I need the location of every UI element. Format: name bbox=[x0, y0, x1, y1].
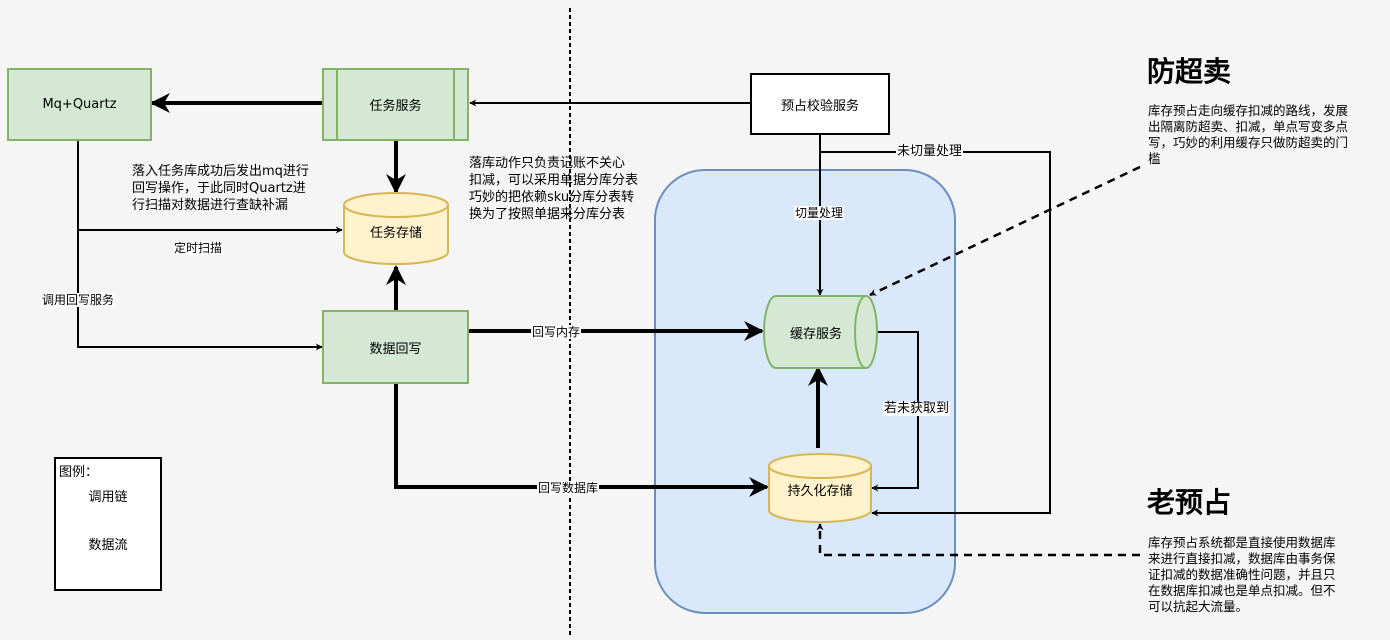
edge-label-cut-traffic: 切量处理 bbox=[794, 206, 845, 220]
legend-box: 图例： 调用链 数据流 bbox=[54, 457, 162, 591]
db-note-line: 落库动作只负责记账不关心 bbox=[469, 156, 626, 171]
data-writeback-node[interactable]: 数据回写 bbox=[322, 310, 469, 384]
edge-label-write-database: 回写数据库 bbox=[537, 481, 600, 495]
mq-note-line: 行扫描对数据进行查缺补漏 bbox=[132, 198, 289, 213]
precheck-service-label: 预占校验服务 bbox=[780, 98, 859, 114]
task-storage-cylinder[interactable] bbox=[343, 192, 449, 265]
legend-data-flow-label: 数据流 bbox=[88, 538, 128, 553]
db-note-line: 换为了按照单据来分库分表 bbox=[469, 207, 626, 222]
old-preoccupy-title: 老预占 bbox=[1147, 486, 1232, 519]
persistent-storage-label: 持久化存储 bbox=[787, 484, 853, 499]
mq-note-line: 回写操作，于此同时Quartz进 bbox=[132, 181, 306, 196]
task-service-left-bar bbox=[336, 70, 338, 139]
anti-oversell-title: 防超卖 bbox=[1147, 55, 1232, 88]
edge-oldpreoccupy-pointer bbox=[816, 523, 1140, 557]
old-preoccupy-line: 可以抗起大流量。 bbox=[1148, 599, 1249, 614]
old-preoccupy-line: 来进行直接扣减，数据库由事务保 bbox=[1148, 551, 1336, 566]
cache-service-label: 缓存服务 bbox=[789, 327, 842, 342]
anti-oversell-line: 库存预占走向缓存扣减的路线，发展 bbox=[1148, 103, 1349, 118]
edge-writeback-to-db bbox=[394, 384, 769, 497]
precheck-service-node[interactable]: 预占校验服务 bbox=[750, 73, 890, 135]
edge-antioversell-pointer bbox=[869, 165, 1141, 297]
anti-oversell-line: 槛 bbox=[1148, 151, 1161, 166]
persistent-storage-cylinder[interactable] bbox=[768, 453, 872, 523]
task-storage-label: 任务存储 bbox=[369, 226, 422, 241]
task-service-right-bar bbox=[453, 70, 455, 139]
old-preoccupy-desc: 库存预占系统都是直接使用数据库 来进行直接扣减，数据库由事务保 证扣减的数据准确… bbox=[1148, 535, 1378, 615]
mq-quartz-node[interactable]: Mq+Quartz bbox=[7, 68, 152, 141]
mq-note-line: 落入任务库成功后发出mq进行 bbox=[132, 164, 309, 179]
data-writeback-label: 数据回写 bbox=[369, 341, 422, 357]
db-note: 落库动作只负责记账不关心 扣减，可以采用单据分库分表 巧妙的把依赖sku分库分表… bbox=[469, 155, 638, 223]
edge-label-scheduled-scan: 定时扫描 bbox=[173, 241, 224, 255]
edge-label-call-writeback: 调用回写服务 bbox=[41, 293, 116, 307]
legend-call-chain-label: 调用链 bbox=[88, 490, 128, 505]
anti-oversell-desc: 库存预占走向缓存扣减的路线，发展 出隔离防超卖、扣减，单点写变多点 写，巧妙的利… bbox=[1148, 103, 1378, 167]
cache-service-cylinder[interactable] bbox=[763, 295, 878, 369]
task-service-node[interactable]: 任务服务 bbox=[322, 68, 469, 141]
edge-label-write-memory: 回写内存 bbox=[531, 325, 582, 339]
legend-title: 图例： bbox=[59, 465, 99, 480]
db-note-line: 扣减，可以采用单据分库分表 bbox=[469, 173, 639, 188]
edge-label-if-not-found: 若未获取到 bbox=[883, 401, 951, 416]
mq-quartz-label: Mq+Quartz bbox=[42, 97, 117, 112]
edge-mq-writeback bbox=[77, 230, 323, 351]
old-preoccupy-line: 在数据库扣减也是单点扣减。但不 bbox=[1148, 583, 1336, 598]
old-preoccupy-line: 库存预占系统都是直接使用数据库 bbox=[1148, 535, 1336, 550]
edge-label-no-cut-traffic: 未切量处理 bbox=[896, 144, 964, 159]
anti-oversell-line: 写，巧妙的利用缓存只做防超卖的门 bbox=[1148, 135, 1349, 150]
mq-note: 落入任务库成功后发出mq进行 回写操作，于此同时Quartz进 行扫描对数据进行… bbox=[132, 163, 309, 214]
db-note-line: 巧妙的把依赖sku分库分表转 bbox=[469, 190, 635, 205]
anti-oversell-line: 出隔离防超卖、扣减，单点写变多点 bbox=[1148, 119, 1349, 134]
cache-region bbox=[654, 169, 956, 614]
task-service-label: 任务服务 bbox=[369, 99, 422, 114]
old-preoccupy-line: 证扣减的数据准确性问题，并且只 bbox=[1148, 567, 1336, 582]
